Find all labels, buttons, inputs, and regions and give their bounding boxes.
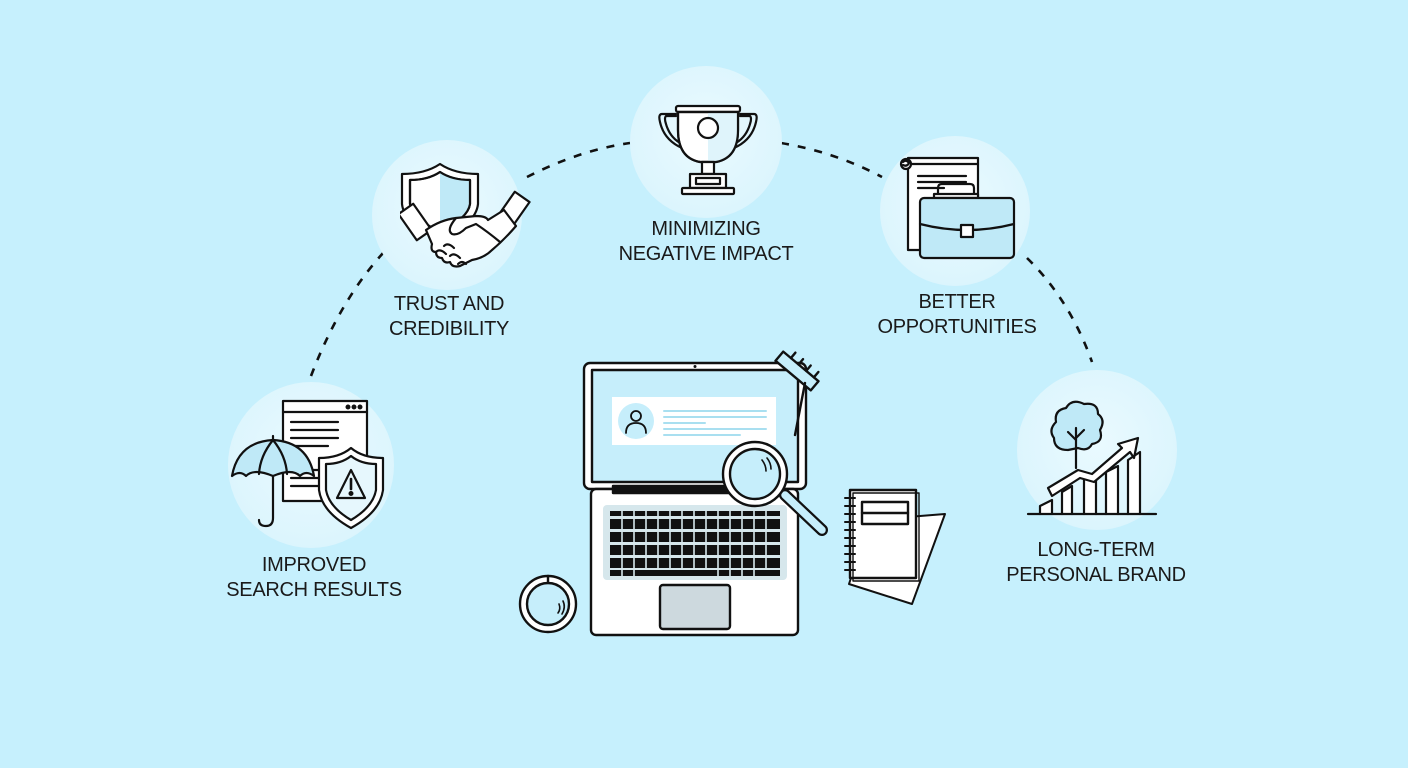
pen bbox=[774, 350, 820, 392]
label-line-2: OPPORTUNITIES bbox=[877, 316, 1037, 338]
label-line-1: BETTER bbox=[918, 291, 996, 313]
label-line-2: NEGATIVE IMPACT bbox=[618, 243, 794, 265]
umbrella-shield-warning-icon bbox=[230, 399, 385, 530]
label-line-2: SEARCH RESULTS bbox=[226, 579, 402, 601]
shield-handshake-icon bbox=[400, 162, 531, 268]
tree-growth-chart-icon bbox=[1026, 400, 1158, 516]
magnifying-glass bbox=[721, 440, 828, 536]
trophy-icon bbox=[658, 104, 758, 196]
label-line-1: IMPROVED bbox=[261, 554, 367, 576]
label-line-2: CREDIBILITY bbox=[388, 318, 510, 340]
coffee-cup bbox=[518, 574, 578, 634]
laptop-base bbox=[589, 484, 800, 637]
briefcase-document-icon bbox=[899, 156, 1016, 260]
label-line-2: PERSONAL BRAND bbox=[1006, 564, 1186, 586]
node-label: IMPROVED SEARCH RESULTS bbox=[226, 553, 402, 603]
notebook bbox=[844, 488, 946, 605]
node-label: MINIMIZING NEGATIVE IMPACT bbox=[619, 217, 794, 267]
label-line-1: TRUST AND bbox=[393, 293, 505, 315]
node-label: LONG-TERM PERSONAL BRAND bbox=[1006, 538, 1186, 588]
laptop-illustration bbox=[518, 350, 946, 637]
node-label: BETTER OPPORTUNITIES bbox=[877, 290, 1036, 340]
label-line-1: LONG-TERM bbox=[1037, 539, 1155, 561]
label-line-1: MINIMIZING bbox=[651, 218, 761, 240]
node-label: TRUST AND CREDIBILITY bbox=[389, 292, 509, 342]
